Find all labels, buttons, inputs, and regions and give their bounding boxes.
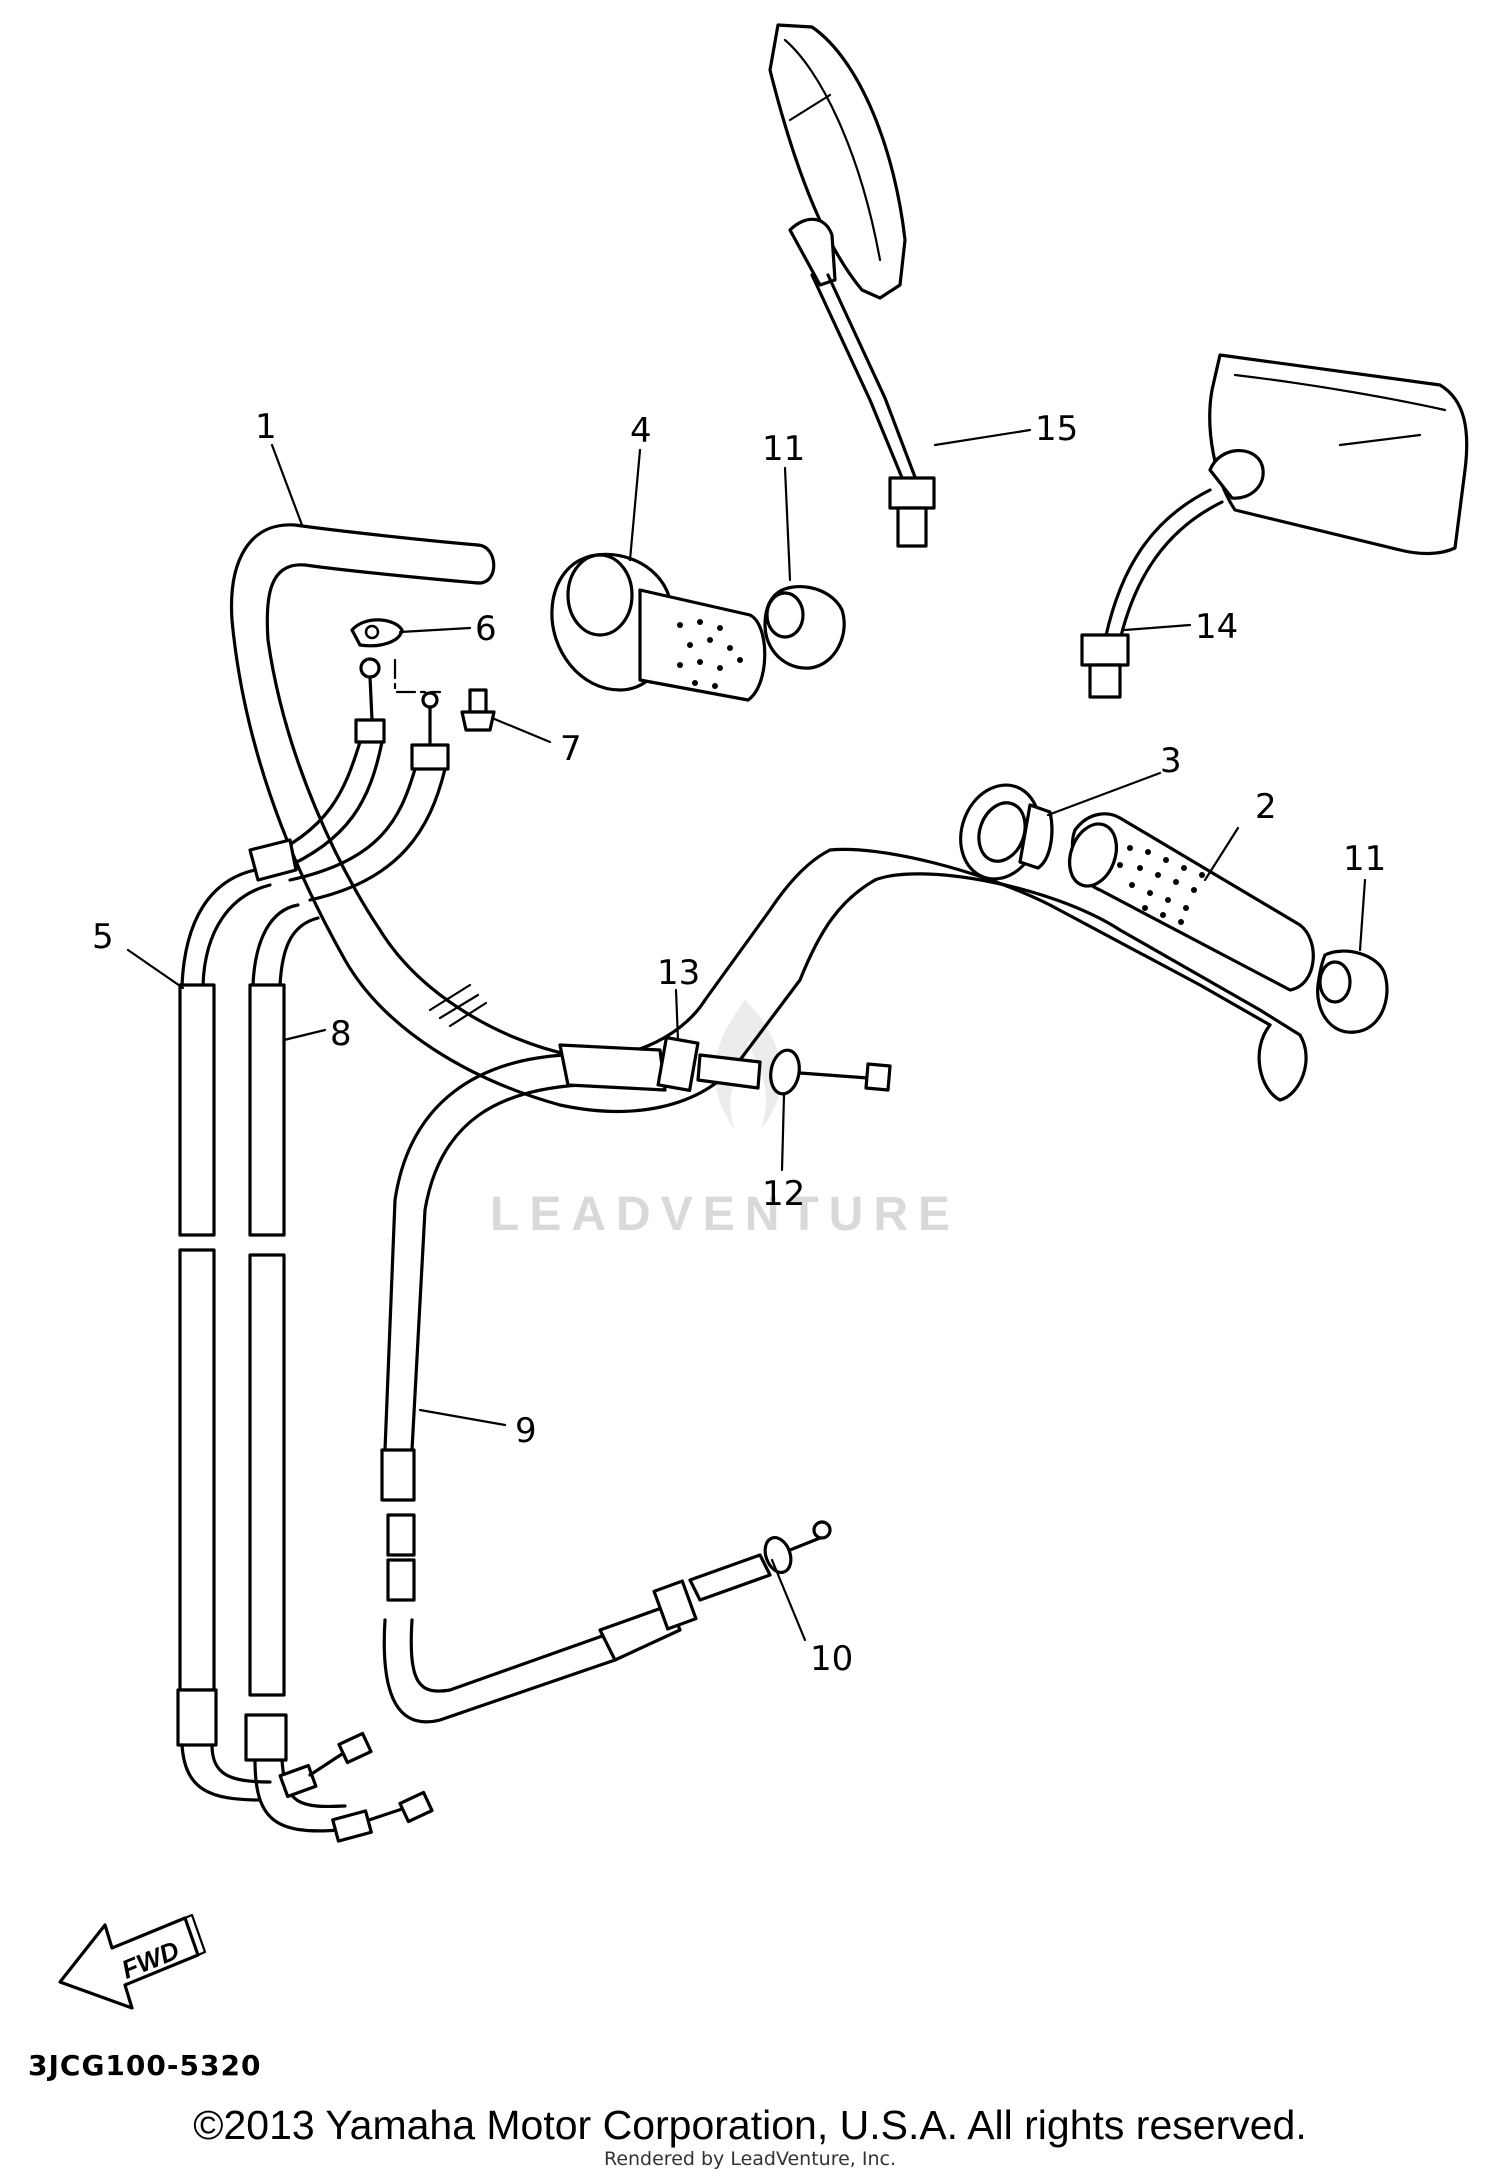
- callout-7[interactable]: 7: [560, 729, 582, 769]
- callout-2[interactable]: 2: [1255, 787, 1277, 827]
- left-grip[interactable]: [1061, 812, 1315, 992]
- mirror-lower[interactable]: [1080, 353, 1469, 699]
- throttle-cable-5[interactable]: [176, 838, 298, 1802]
- callout-13[interactable]: 13: [657, 953, 700, 993]
- callout-leaders: [126, 428, 1367, 1642]
- callout-8[interactable]: 8: [330, 1014, 352, 1054]
- cable-guide[interactable]: [350, 618, 442, 694]
- callout-9[interactable]: 9: [515, 1411, 537, 1451]
- callout-10[interactable]: 10: [810, 1639, 853, 1679]
- rendered-by-credit: Rendered by LeadVenture, Inc.: [603, 2148, 897, 2170]
- cable-adjuster[interactable]: [558, 1035, 762, 1093]
- grip-flange[interactable]: [948, 774, 1054, 890]
- callout-1[interactable]: 1: [255, 407, 277, 447]
- handlebar[interactable]: [229, 523, 1308, 1113]
- callout-6[interactable]: 6: [475, 609, 497, 649]
- callout-numbers: 1 2 3 4 5 6 7 8 9 10 11 11 12 13 14 15: [92, 407, 1386, 1679]
- copyright-notice: ©2013 Yamaha Motor Corporation, U.S.A. A…: [193, 2102, 1307, 2148]
- fwd-arrow: FWD: [58, 1913, 207, 2010]
- watermark-text: LEADVENTURE: [490, 1188, 960, 1241]
- mirror-upper[interactable]: [768, 23, 936, 548]
- screw[interactable]: [460, 688, 496, 732]
- callout-5[interactable]: 5: [92, 917, 114, 957]
- grip-end-lower[interactable]: [1316, 949, 1389, 1034]
- callout-12[interactable]: 12: [762, 1174, 805, 1214]
- leadventure-watermark: LEADVENTURE: [490, 1000, 960, 1241]
- callout-11-lower[interactable]: 11: [1343, 839, 1386, 879]
- callout-4[interactable]: 4: [630, 411, 652, 451]
- return-cable-8[interactable]: [244, 903, 434, 1843]
- callout-15[interactable]: 15: [1035, 409, 1078, 449]
- throttle-cable-ends[interactable]: [258, 657, 450, 902]
- callout-11-upper[interactable]: 11: [762, 429, 805, 469]
- clutch-cable-9[interactable]: [380, 1053, 832, 1724]
- callout-14[interactable]: 14: [1195, 607, 1238, 647]
- grip-end-upper[interactable]: [763, 585, 846, 670]
- part-code: 3JCG100-5320: [28, 2049, 261, 2082]
- throttle-grip[interactable]: [550, 552, 767, 702]
- callout-3[interactable]: 3: [1160, 741, 1182, 781]
- locknut[interactable]: [767, 1048, 892, 1096]
